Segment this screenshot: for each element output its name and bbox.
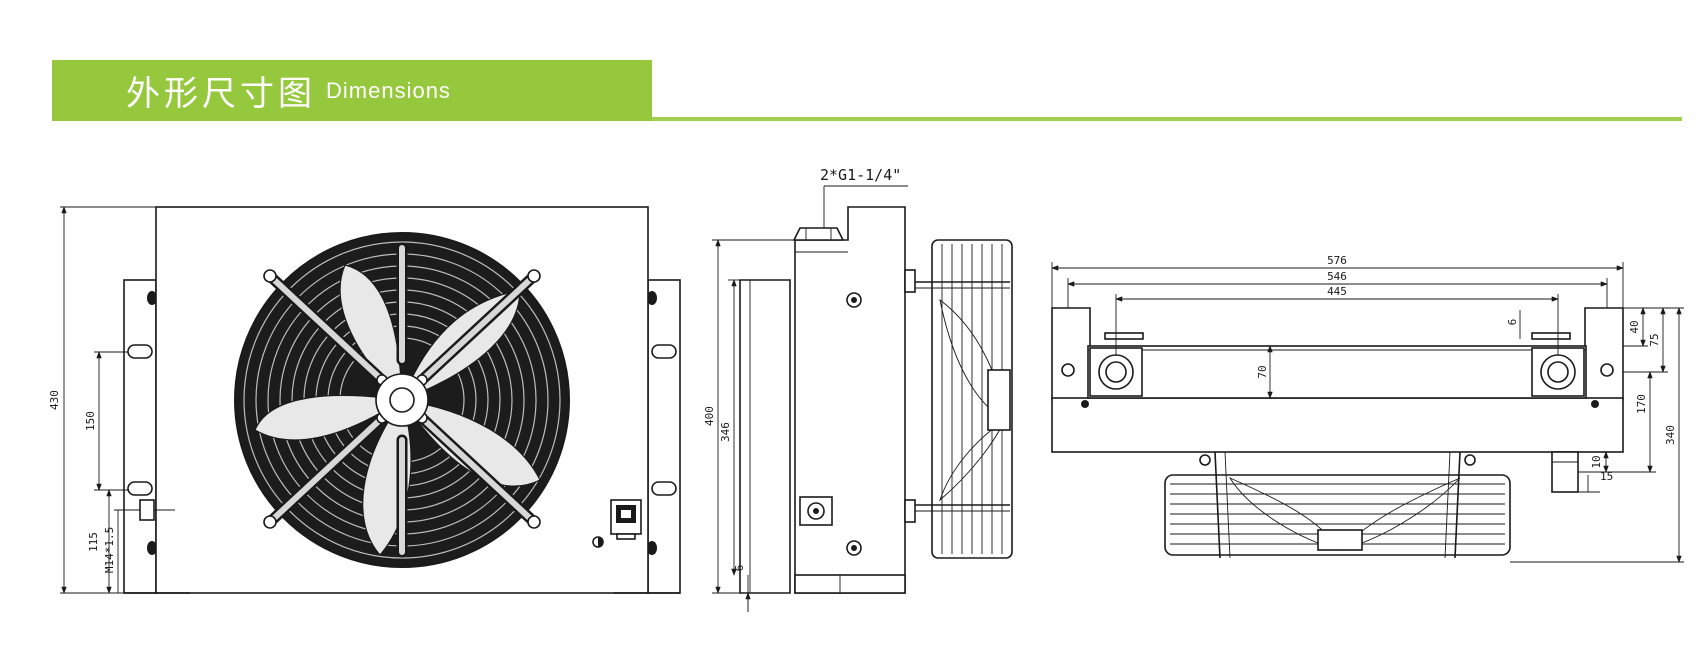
top-core [1087,345,1587,399]
right-bracket [647,279,681,594]
drain-plug [139,499,175,521]
dim-6: 6 [733,565,746,572]
dim-170: 170 [1635,394,1648,414]
dim-10: 10 [1590,455,1603,468]
section-title-cn: 外形尺寸图 [126,74,316,114]
dim-150: 150 [84,411,97,431]
dim-6-plate: 6 [1506,319,1519,326]
dim-546: 546 [1327,270,1347,283]
top-ports [1089,347,1585,397]
front-view: 430 150 115 M14*1.5 [48,206,681,594]
side-fan-guard [931,239,1013,559]
dim-40: 40 [1628,320,1641,333]
section-header-banner: 外形尺寸图 Dimensions [52,60,652,121]
top-dimensions: 576 546 445 70 6 40 75 170 [1051,254,1684,563]
side-core [794,206,906,594]
section-title-en: Dimensions [326,77,451,103]
dim-400: 400 [703,406,716,426]
dim-346: 346 [719,422,732,442]
top-base [1051,397,1624,453]
dim-445: 445 [1327,285,1347,298]
side-view: 2*G1-1/4" 400 346 6 [703,166,1013,612]
header-rule [652,117,1682,121]
dim-576: 576 [1327,254,1347,267]
top-fan-guard [1164,451,1511,559]
dim-430: 430 [48,390,61,410]
bracket-bolts [147,291,657,555]
thread-spec: M14*1.5 [103,527,116,573]
side-dimensions: 400 346 6 [703,239,795,612]
dim-75: 75 [1648,333,1661,346]
guard-straps [263,242,541,558]
front-dimensions: 430 150 115 M14*1.5 [48,206,156,594]
dim-340: 340 [1664,425,1677,445]
dim-70: 70 [1256,365,1269,378]
bracket-slots [127,344,677,496]
dim-115: 115 [87,532,100,552]
port-callout: 2*G1-1/4" [820,166,901,184]
port-fitting [792,227,845,241]
top-view: 576 546 445 70 6 40 75 170 [1051,254,1684,563]
junction-box [592,499,642,548]
dim-15: 15 [1600,470,1613,483]
